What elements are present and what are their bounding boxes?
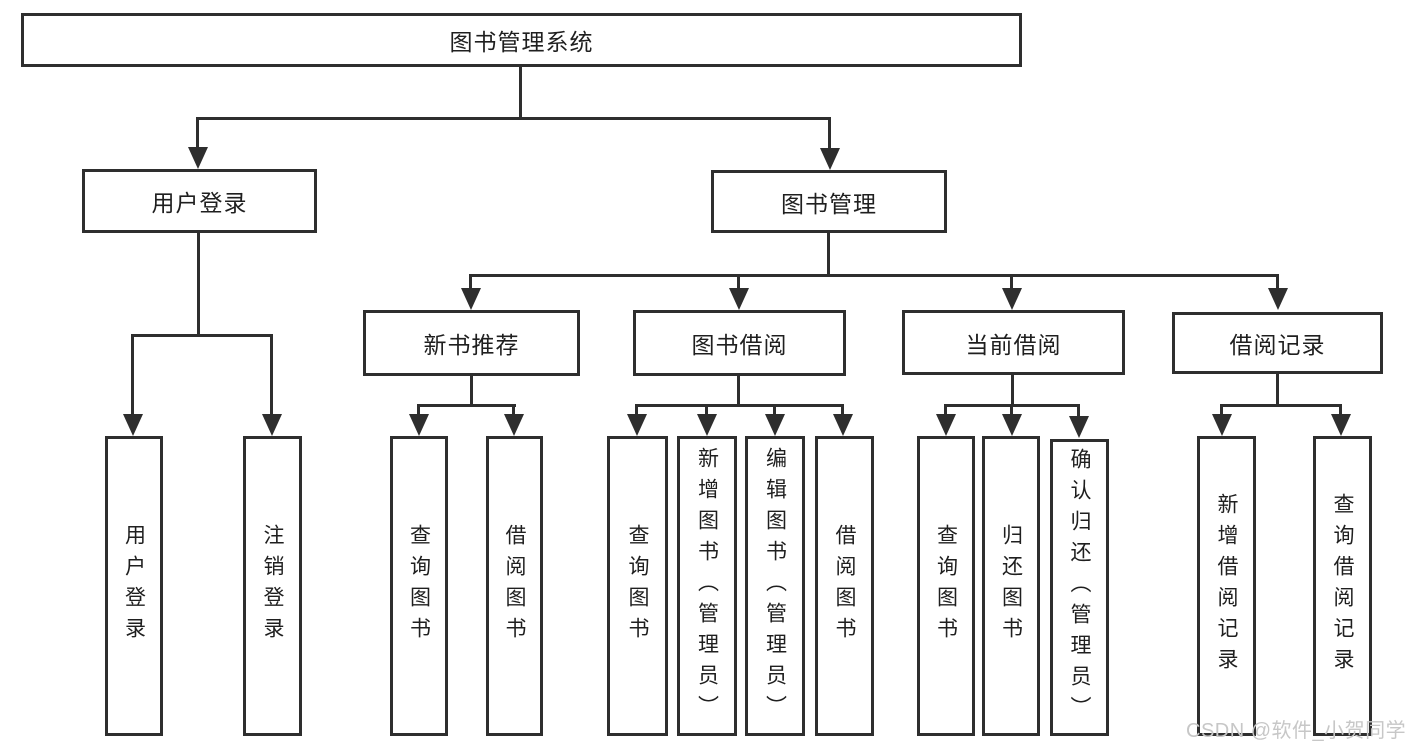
leaf-bb-edit-books-admin: 编辑图书（管理员）: [745, 436, 805, 736]
leaf-nr-borrow-books: 借阅图书: [486, 436, 543, 736]
connector-current-stem: [1011, 375, 1014, 406]
node-book-borrowing: 图书借阅: [633, 310, 846, 376]
arrow-to-cb-query-books: [935, 404, 956, 436]
arrow-to-bb-add-books: [696, 404, 717, 436]
leaf-bb-borrow-books-label: 借阅图书: [833, 524, 856, 648]
leaf-br-query-record: 查询借阅记录: [1313, 436, 1372, 736]
connector-borrowing-branch: [635, 404, 844, 407]
arrow-to-bb-edit-books: [764, 404, 785, 436]
leaf-cb-query-books-label: 查询图书: [934, 524, 958, 648]
node-current-borrowing: 当前借阅: [902, 310, 1125, 375]
leaf-cb-return-books-label: 归还图书: [999, 524, 1023, 648]
leaf-cb-query-books: 查询图书: [917, 436, 975, 736]
arrow-to-cb-confirm-return: [1068, 404, 1089, 438]
leaf-logout: 注销登录: [243, 436, 302, 736]
connector-root-stem: [519, 67, 522, 119]
connector-user-login-stem: [197, 233, 200, 336]
arrow-to-borrow-records: [1267, 274, 1288, 310]
connector-records-branch: [1220, 404, 1342, 407]
leaf-logout-label: 注销登录: [261, 524, 284, 648]
arrow-to-leaf-logout: [261, 334, 282, 436]
csdn-watermark: CSDN @软件_小贺同学: [1186, 720, 1405, 742]
arrow-to-nr-query-books: [408, 404, 429, 436]
leaf-cb-confirm-return-admin: 确认归还（管理员）: [1050, 439, 1109, 736]
arrow-to-br-query-record: [1330, 404, 1351, 436]
arrow-to-br-add-record: [1211, 404, 1232, 436]
connector-book-mgmt-stem: [827, 233, 830, 277]
arrow-to-cb-return-books: [1001, 404, 1022, 436]
leaf-user-login: 用户登录: [105, 436, 163, 736]
arrow-to-bb-borrow-books: [832, 404, 853, 436]
connector-book-mgmt-branch: [469, 274, 1279, 277]
leaf-bb-query-books: 查询图书: [607, 436, 668, 736]
leaf-bb-borrow-books: 借阅图书: [815, 436, 874, 736]
leaf-bb-add-books-admin: 新增图书（管理员）: [677, 436, 737, 736]
leaf-cb-return-books: 归还图书: [982, 436, 1040, 736]
arrow-to-book-management: [819, 117, 840, 170]
connector-new-rec-branch: [417, 404, 516, 407]
arrow-to-new-recommend: [460, 274, 481, 310]
leaf-bb-edit-books-admin-label: 编辑图书（管理员）: [763, 446, 787, 726]
arrow-to-user-login: [187, 117, 208, 169]
node-book-management: 图书管理: [711, 170, 947, 233]
leaf-nr-query-books: 查询图书: [390, 436, 448, 736]
connector-records-stem: [1276, 374, 1279, 406]
arrow-to-bb-query-books: [626, 404, 647, 436]
leaf-br-add-record: 新增借阅记录: [1197, 436, 1256, 736]
leaf-br-add-record-label: 新增借阅记录: [1215, 493, 1238, 679]
connector-borrowing-stem: [737, 376, 740, 406]
arrow-to-current-borrowing: [1001, 274, 1022, 310]
node-new-book-recommend: 新书推荐: [363, 310, 580, 376]
connector-user-login-branch: [131, 334, 273, 337]
leaf-cb-confirm-return-admin-label: 确认归还（管理员）: [1068, 448, 1091, 727]
arrow-to-leaf-user-login: [122, 334, 143, 436]
node-library-management-system: 图书管理系统: [21, 13, 1022, 67]
node-user-login: 用户登录: [82, 169, 317, 233]
leaf-nr-borrow-books-label: 借阅图书: [503, 524, 526, 648]
leaf-bb-query-books-label: 查询图书: [626, 524, 649, 648]
leaf-user-login-label: 用户登录: [122, 524, 146, 648]
leaf-br-query-record-label: 查询借阅记录: [1331, 493, 1354, 679]
connector-new-rec-stem: [470, 376, 473, 406]
leaf-bb-add-books-admin-label: 新增图书（管理员）: [695, 446, 719, 726]
leaf-nr-query-books-label: 查询图书: [407, 524, 431, 648]
arrow-to-nr-borrow-books: [503, 404, 524, 436]
arrow-to-book-borrowing: [728, 274, 749, 310]
connector-root-branch: [196, 117, 831, 120]
node-borrow-records: 借阅记录: [1172, 312, 1383, 374]
